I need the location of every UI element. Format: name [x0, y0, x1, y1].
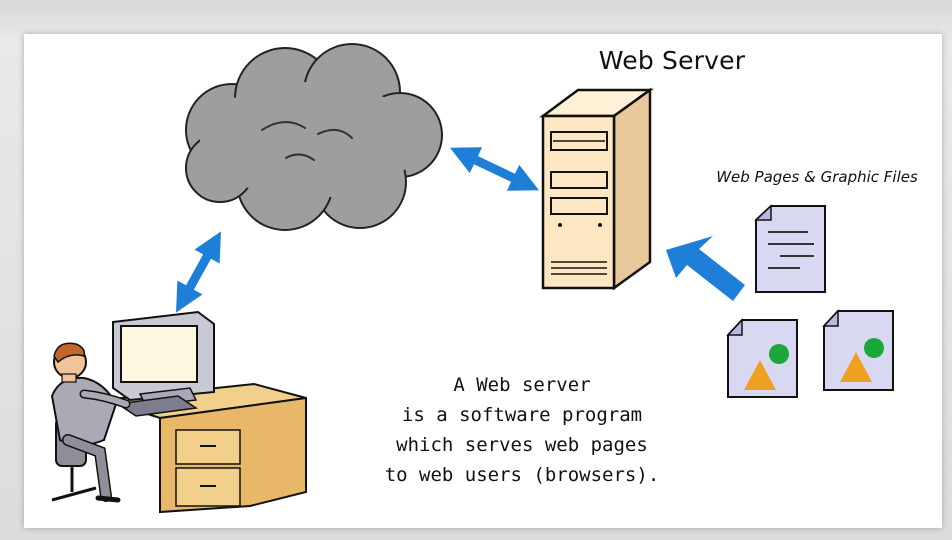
user-at-computer-icon — [50, 310, 307, 514]
web-server-definition-caption: A Web server is a software program which… — [342, 370, 702, 490]
server-tower-icon — [539, 87, 654, 291]
image-file-icon — [726, 318, 798, 398]
caption-line: which serves web pages — [396, 434, 648, 456]
document-icon — [754, 204, 826, 293]
slide: Web Server Web Pages & Graphic Files A W… — [24, 34, 942, 528]
diagram-artwork — [50, 43, 894, 514]
internet-cloud-icon — [185, 43, 443, 231]
caption-line: is a software program — [401, 404, 643, 426]
image-file-icon — [822, 309, 894, 391]
caption-line: to web users (browsers). — [384, 464, 660, 486]
web-pages-files-label: Web Pages & Graphic Files — [716, 168, 918, 186]
cloud-user-arrow — [176, 231, 221, 313]
web-server-title: Web Server — [598, 46, 746, 75]
cloud-server-arrow — [449, 147, 540, 191]
caption-line: A Web server — [453, 374, 591, 396]
upload-arrow-icon — [666, 236, 745, 301]
